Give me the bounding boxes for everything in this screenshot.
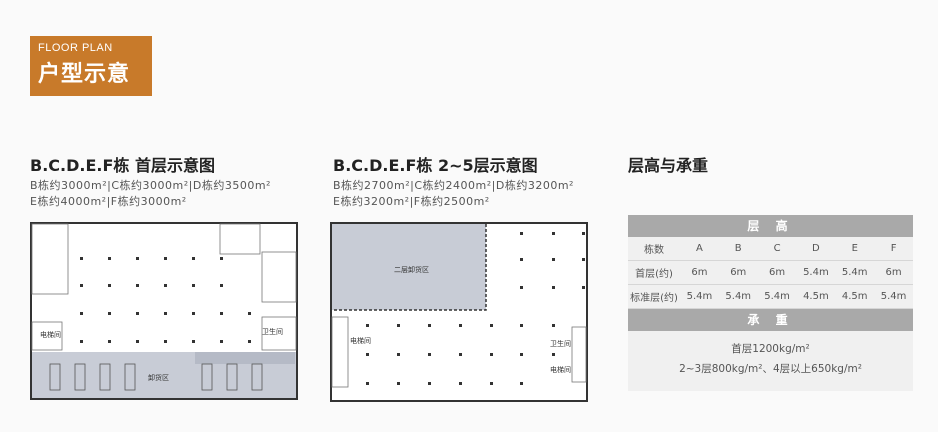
- table-cell: 4.5m: [835, 284, 875, 309]
- table-cell: 6m: [757, 260, 797, 285]
- label-elevator-1: 电梯间: [350, 336, 371, 345]
- label-elevator-2: 电梯间: [550, 365, 571, 374]
- height-header: 层 高: [628, 215, 913, 237]
- badge-en: FLOOR PLAN: [38, 42, 113, 54]
- upper-floor-plan: 二层卸货区 电梯间 卫生间 电梯间: [330, 222, 588, 402]
- label-unload: 卸货区: [148, 373, 169, 382]
- height-table: 栋数 A B C D E F 首层(约) 6m 6m 6m 5.4m 5.4m …: [628, 237, 913, 309]
- table-row: 栋数 A B C D E F: [628, 237, 913, 261]
- table-cell: 标准层(约): [628, 284, 680, 309]
- table-cell: 5.4m: [874, 284, 913, 309]
- table-cell: 4.5m: [796, 284, 836, 309]
- table-cell: 6m: [680, 260, 719, 285]
- load-values: 首层1200kg/m² 2~3层800kg/m²、4层以上650kg/m²: [628, 331, 913, 391]
- table-row: 标准层(约) 5.4m 5.4m 5.4m 4.5m 4.5m 5.4m: [628, 284, 913, 309]
- ground-floor-area-1: B栋约3000m²|C栋约3000m²|D栋约3500m²: [30, 179, 271, 192]
- table-cell: 5.4m: [680, 284, 719, 309]
- floor-plan-badge: FLOOR PLAN 户型示意: [30, 36, 152, 96]
- table-cell: C: [757, 237, 797, 261]
- table-cell: 栋数: [628, 237, 680, 261]
- load-line-2: 2~3层800kg/m²、4层以上650kg/m²: [679, 363, 862, 375]
- label-storage: 二层卸货区: [394, 265, 429, 274]
- upper-floor-area-2: E栋约3200m²|F栋约2500m²: [333, 195, 490, 208]
- badge-cn: 户型示意: [38, 62, 131, 87]
- table-cell: B: [718, 237, 758, 261]
- ground-floor-area-2: E栋约4000m²|F栋约3000m²: [30, 195, 187, 208]
- label-toilet-2: 卫生间: [550, 339, 571, 348]
- storage-area: [332, 224, 486, 310]
- table-cell: 6m: [718, 260, 758, 285]
- load-line-1: 首层1200kg/m²: [731, 343, 810, 355]
- label-toilet: 卫生间: [262, 327, 283, 336]
- ground-floor-plan: 电梯间 卫生间 卸货区: [30, 222, 298, 400]
- table-cell: F: [874, 237, 913, 261]
- table-cell: A: [680, 237, 719, 261]
- table-cell: E: [835, 237, 875, 261]
- ground-floor-title: B.C.D.E.F栋 首层示意图: [30, 156, 215, 175]
- table-cell: 首层(约): [628, 260, 680, 285]
- upper-floor-title: B.C.D.E.F栋 2~5层示意图: [333, 156, 538, 175]
- height-load-table: 层 高 栋数 A B C D E F 首层(约) 6m 6m 6m 5.4m 5…: [628, 215, 913, 391]
- table-cell: D: [796, 237, 836, 261]
- upper-floor-area-1: B栋约2700m²|C栋约2400m²|D栋约3200m²: [333, 179, 574, 192]
- table-cell: 5.4m: [796, 260, 836, 285]
- table-row: 首层(约) 6m 6m 6m 5.4m 5.4m 6m: [628, 260, 913, 285]
- table-cell: 5.4m: [835, 260, 875, 285]
- label-elevator: 电梯间: [40, 330, 61, 339]
- height-load-title: 层高与承重: [628, 156, 709, 175]
- table-cell: 6m: [874, 260, 913, 285]
- table-cell: 5.4m: [718, 284, 758, 309]
- load-header: 承 重: [628, 309, 913, 331]
- table-cell: 5.4m: [757, 284, 797, 309]
